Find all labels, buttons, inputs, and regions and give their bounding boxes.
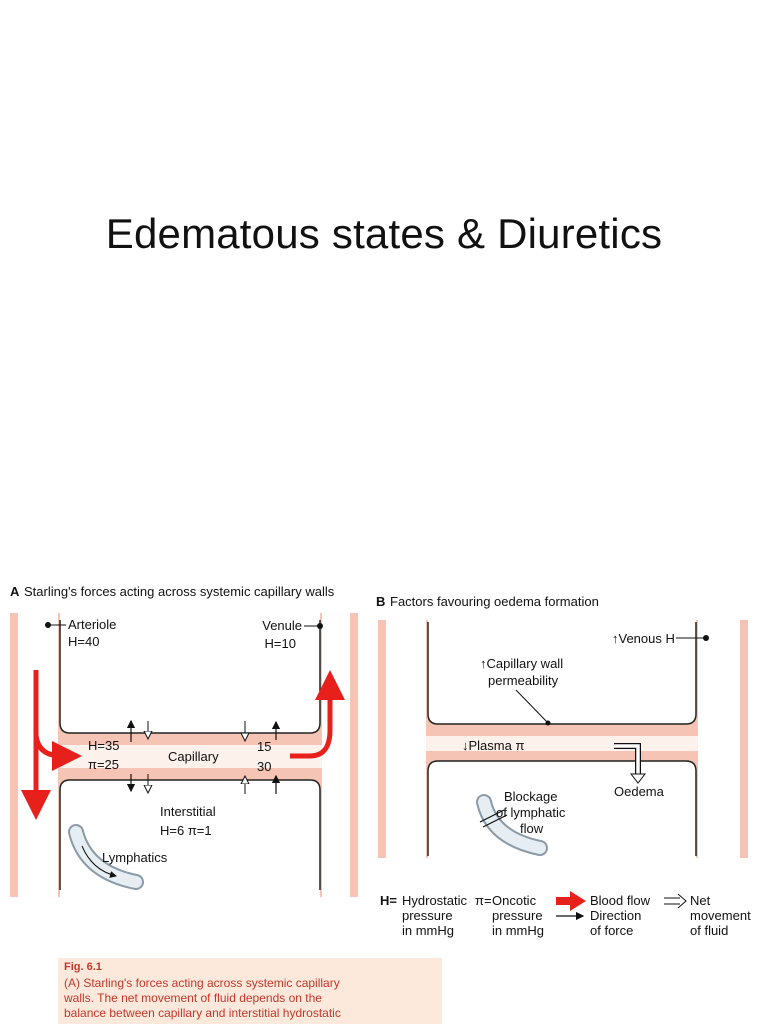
legend-pi-line3: in mmHg (492, 923, 544, 938)
oedema-label: Oedema (614, 784, 665, 799)
interstitial-label: Interstitial (160, 804, 216, 819)
lymphatics-label: Lymphatics (102, 850, 168, 865)
caption-fig-number: Fig. 6.1 (64, 961, 102, 973)
legend-h-key: H= (380, 893, 397, 908)
capillary-arterial-h: H=35 (88, 738, 119, 753)
capillary-inflow-arrow (33, 734, 82, 771)
legend-net-movement-swatch (664, 893, 687, 909)
cap-wall-permeability-line2: permeability (488, 673, 559, 688)
legend-h-line2: pressure (402, 908, 453, 923)
legend-h-line1: Hydrostatic (402, 893, 468, 908)
panel-a-title: Starling's forces acting across systemic… (24, 584, 335, 599)
venous-end-top-value: 15 (257, 739, 271, 754)
caption-line-3: balance between capillary and interstiti… (64, 1006, 341, 1020)
venule-label: Venule (262, 618, 302, 633)
legend-net-line2: movement (690, 908, 751, 923)
venule-pressure: H=10 (265, 636, 296, 651)
panel-b: B Factors favouring oedema formation ↑Ve… (376, 594, 748, 858)
caption-line-1: (A) Starling's forces acting across syst… (64, 976, 340, 990)
capillary-label: Capillary (168, 749, 219, 764)
slide-title: Edematous states & Diuretics (105, 210, 663, 257)
legend-direction-line2: of force (590, 923, 633, 938)
venous-h-label: ↑Venous H (612, 631, 675, 646)
blockage-line2: of lymphatic (496, 805, 566, 820)
legend-blood-flow-swatch (556, 891, 586, 911)
plasma-pi-label: ↓Plasma π (462, 738, 524, 753)
figure-caption: Fig. 6.1 (A) Starling's forces acting ac… (58, 958, 442, 1024)
arteriole-pressure: H=40 (68, 634, 99, 649)
legend: H= Hydrostatic pressure in mmHg π= Oncot… (380, 891, 751, 938)
panel-a-letter: A (10, 584, 20, 599)
capillary-arterial-pi: π=25 (88, 757, 119, 772)
legend-net-line1: Net (690, 893, 711, 908)
legend-blood-flow: Blood flow (590, 893, 651, 908)
capillary-outflow-arrow (290, 670, 345, 759)
venous-end-bottom-value: 30 (257, 759, 271, 774)
panel-b-title: Factors favouring oedema formation (390, 594, 599, 609)
legend-pi-line1: Oncotic (492, 893, 537, 908)
caption-line-2: walls. The net movement of fluid depends… (64, 991, 322, 1005)
legend-pi-line2: pressure (492, 908, 543, 923)
legend-pi-key: π= (475, 893, 492, 908)
blockage-line3: flow (520, 821, 544, 836)
blockage-line1: Blockage (504, 789, 557, 804)
panel-b-letter: B (376, 594, 385, 609)
panel-a: A Starling's forces acting across system… (10, 584, 358, 897)
legend-net-line3: of fluid (690, 923, 728, 938)
legend-h-line3: in mmHg (402, 923, 454, 938)
arteriole-label: Arteriole (68, 617, 116, 632)
interstitial-values: H=6 π=1 (160, 823, 212, 838)
legend-direction-line1: Direction (590, 908, 641, 923)
starling-figure: A Starling's forces acting across system… (10, 584, 751, 938)
cap-wall-permeability-line1: ↑Capillary wall (480, 656, 563, 671)
